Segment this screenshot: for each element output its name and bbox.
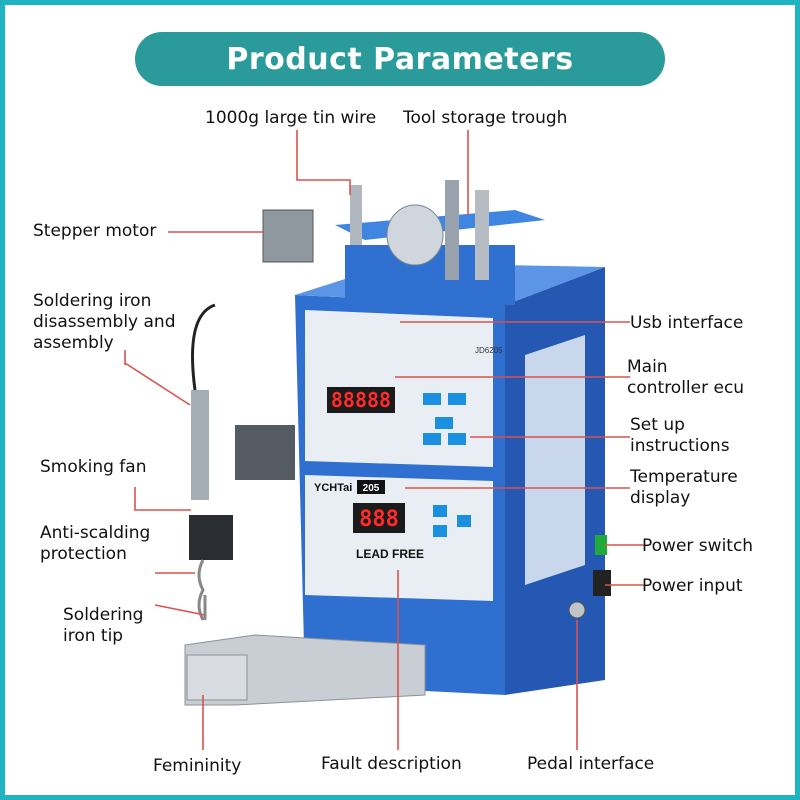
- smoking-fan-unit: [189, 515, 233, 560]
- brand-badge: 205: [363, 483, 380, 494]
- leader-lines: [124, 130, 645, 750]
- power-switch-rocker: [595, 535, 607, 555]
- brand-name: YCHTai: [314, 482, 352, 494]
- lower-display-value: 888: [359, 507, 399, 532]
- label-iron-tip: Soldering iron tip: [63, 605, 144, 646]
- tool-rod-2: [475, 190, 489, 280]
- label-fault-description: Fault description: [321, 754, 462, 774]
- lower-button-cluster: [433, 505, 471, 537]
- model-number: JD6205: [475, 346, 503, 355]
- lower-display-frame: [353, 503, 405, 533]
- stepper-motor-body: [262, 209, 314, 263]
- upper-button-cluster: [423, 393, 466, 445]
- soldering-machine-illustration: 88888 888 JD6205 YCHTai 205 LEAD FREE: [124, 130, 645, 750]
- label-iron-assembly: Soldering iron disassembly and assembly: [33, 291, 176, 353]
- label-anti-scalding: Anti-scalding protection: [40, 523, 151, 564]
- label-setup-instructions: Set up instructions: [630, 415, 730, 456]
- page-title: Product Parameters: [135, 32, 665, 86]
- tin-wire-spool: [386, 204, 444, 266]
- tool-rod-1: [445, 180, 459, 280]
- label-femininity: Femininity: [153, 756, 242, 776]
- power-input-socket: [593, 570, 611, 596]
- label-pedal-interface: Pedal interface: [527, 754, 655, 774]
- label-tool-trough: Tool storage trough: [403, 108, 568, 128]
- label-smoking-fan: Smoking fan: [40, 457, 147, 477]
- label-power-switch: Power switch: [642, 536, 754, 556]
- label-temperature-display: Temperature display: [630, 467, 738, 508]
- iron-holder-plate: [235, 425, 295, 480]
- label-usb-interface: Usb interface: [630, 313, 744, 333]
- side-label-panel: [525, 335, 585, 585]
- label-stepper-motor: Stepper motor: [33, 221, 157, 241]
- lead-free-text: LEAD FREE: [356, 547, 424, 561]
- iron-cable: [191, 303, 216, 391]
- brand-badge-bg: [357, 480, 385, 494]
- workpiece-clamp: [186, 654, 248, 701]
- soldering-iron-handle: [191, 390, 209, 500]
- pedal-jack: [568, 601, 586, 619]
- tool-rod-3: [350, 185, 362, 245]
- label-main-ecu: Main controller ecu: [627, 357, 745, 398]
- upper-display-value: 88888: [331, 388, 391, 412]
- label-power-input: Power input: [642, 576, 743, 596]
- label-tin-wire: 1000g large tin wire: [205, 108, 377, 128]
- anti-scald-coil: [197, 559, 205, 621]
- upper-display-frame: [327, 387, 395, 413]
